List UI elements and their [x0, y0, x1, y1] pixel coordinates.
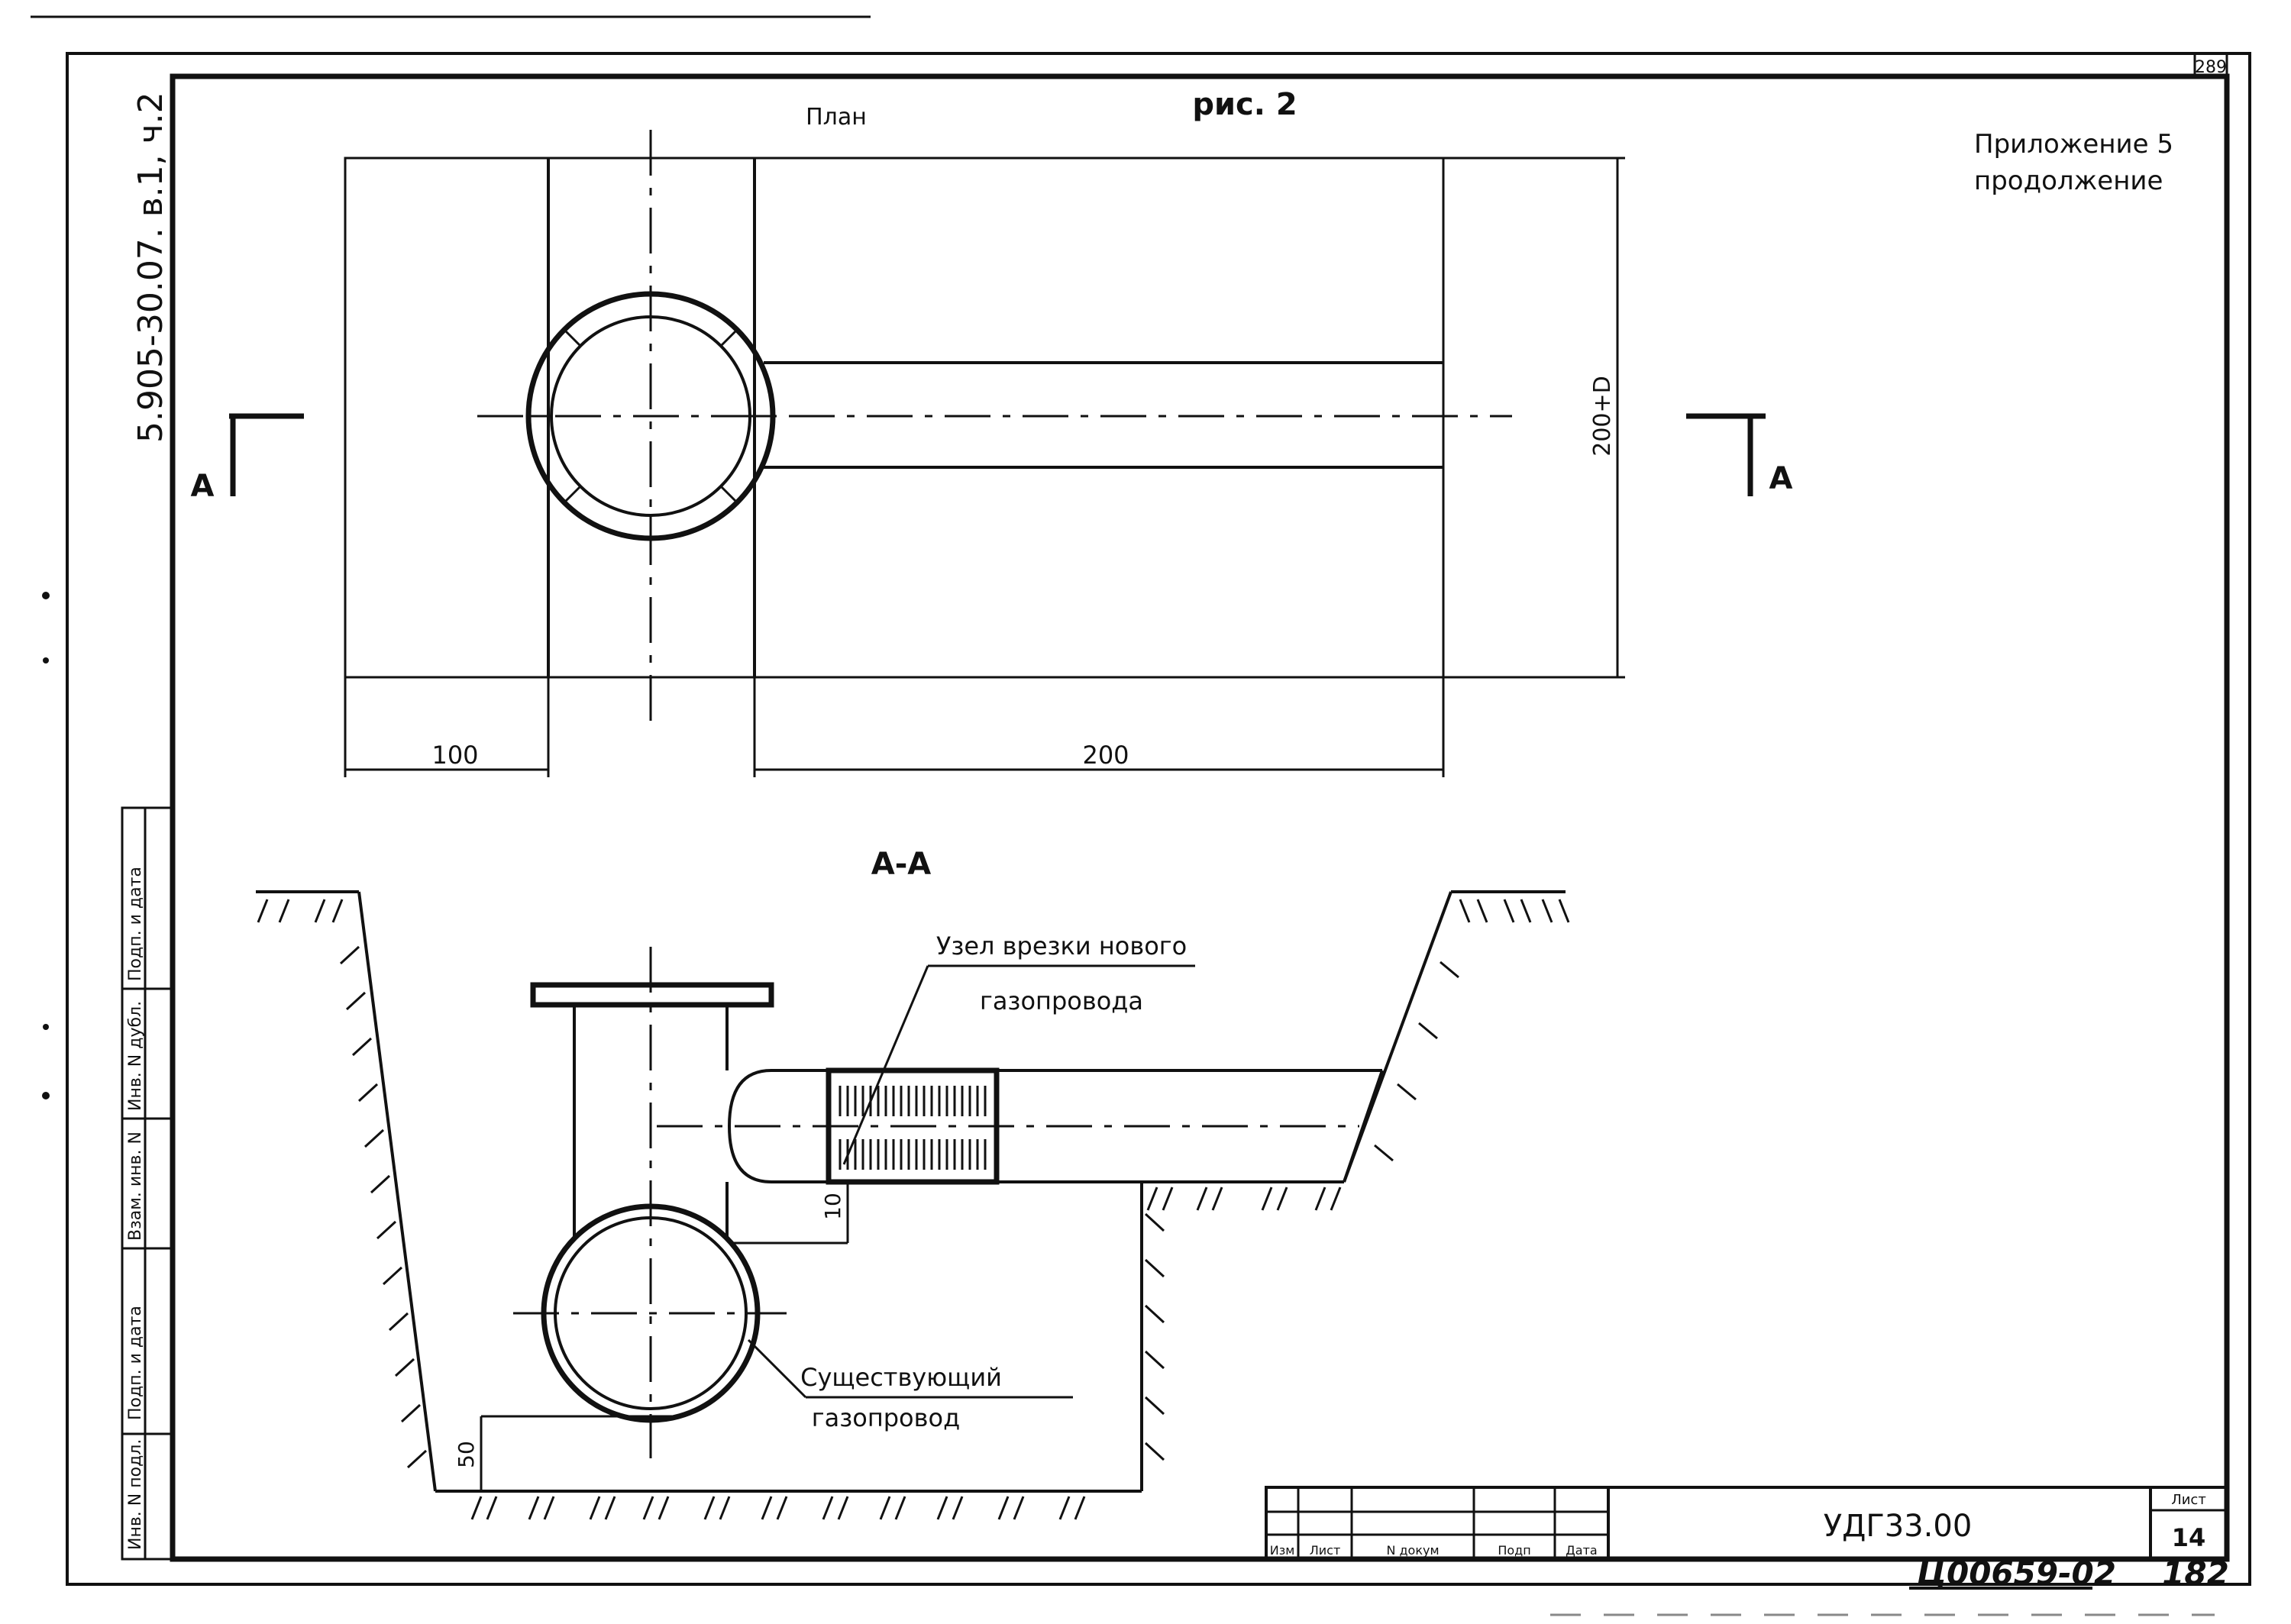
dim-200-d-value: 200+D — [1589, 376, 1616, 457]
section-view: 10 50 Узел врезки нового газопровода Сущ… — [256, 890, 1570, 1520]
stamp-label-inv-podl: Инв. N подл. — [126, 1439, 145, 1550]
title-block-sheet-label: Лист — [2171, 1492, 2206, 1508]
dim-100-value: 100 — [431, 741, 478, 770]
col-header-doc-no: N докум — [1386, 1543, 1439, 1558]
stamp-label-inv-dubl: Инв. N дубл. — [126, 1001, 145, 1111]
joint-weld-hatch — [839, 1086, 987, 1170]
plan-pit-outline — [344, 157, 1445, 679]
scan-marks — [42, 592, 2215, 1616]
callout-exist-leader — [747, 1338, 807, 1399]
sheet-number-box — [2193, 52, 2228, 78]
col-header-date: Дата — [1566, 1543, 1597, 1558]
callout-exist-line1: Существующий — [800, 1363, 1002, 1392]
branch-elbow — [727, 1069, 772, 1183]
figure-label: рис. 2 — [1192, 87, 1297, 122]
callout-new-leader — [842, 965, 929, 1165]
section-title: А-А — [871, 847, 932, 882]
stamp-label-sign-date-2: Подп. и дата — [126, 867, 145, 981]
side-stamp: Инв. N подл. Подп. и дата Взам. инв. N И… — [121, 806, 174, 1561]
callout-exist-line2: газопровод — [812, 1403, 960, 1432]
handwritten-page-number: 182 — [2162, 1555, 2229, 1592]
appendix-continuation: продолжение — [1974, 166, 2163, 196]
section-marker-right: А — [1769, 461, 1793, 496]
callout-new-line1: Узел врезки нового — [936, 931, 1187, 961]
title-block-sheet-number: 14 — [2172, 1523, 2206, 1552]
plan-label: План — [806, 104, 867, 131]
riser-flange — [530, 982, 774, 1008]
callout-new-line2: газопровода — [980, 986, 1143, 1015]
stamp-label-sign-date-1: Подп. и дата — [126, 1306, 145, 1420]
outer-frame — [66, 52, 2251, 1586]
col-header-sheet: Лист — [1310, 1543, 1341, 1558]
title-block-code: УДГ33.00 — [1824, 1509, 1973, 1544]
branch-pipe-end — [1343, 1070, 1384, 1183]
dim-50-value: 50 — [454, 1441, 479, 1468]
appendix-label: Приложение 5 — [1974, 129, 2173, 160]
dim-10-value: 10 — [820, 1193, 845, 1220]
soil-hatching — [257, 899, 1570, 1520]
inner-frame — [170, 73, 2230, 1562]
document-code-vertical: 5.905-30.07. в.1, ч.2 — [131, 92, 170, 443]
dim-200-value: 200 — [1082, 741, 1129, 770]
handwritten-archive-code: Ц00659-02 — [1917, 1555, 2116, 1592]
sheet-number: 289 — [2195, 58, 2227, 77]
col-header-change: Изм — [1270, 1543, 1295, 1558]
plan-view: А А 100 200 200+D — [191, 130, 1793, 777]
col-header-sign: Подп — [1498, 1543, 1530, 1558]
section-marker-left: А — [191, 469, 215, 504]
stamp-label-replace-inv: Взам. инв. N — [126, 1132, 145, 1241]
title-block: Изм Лист N докум Подп Дата УДГ33.00 Лист… — [1265, 1486, 2228, 1561]
pit-left-wall — [357, 891, 437, 1492]
